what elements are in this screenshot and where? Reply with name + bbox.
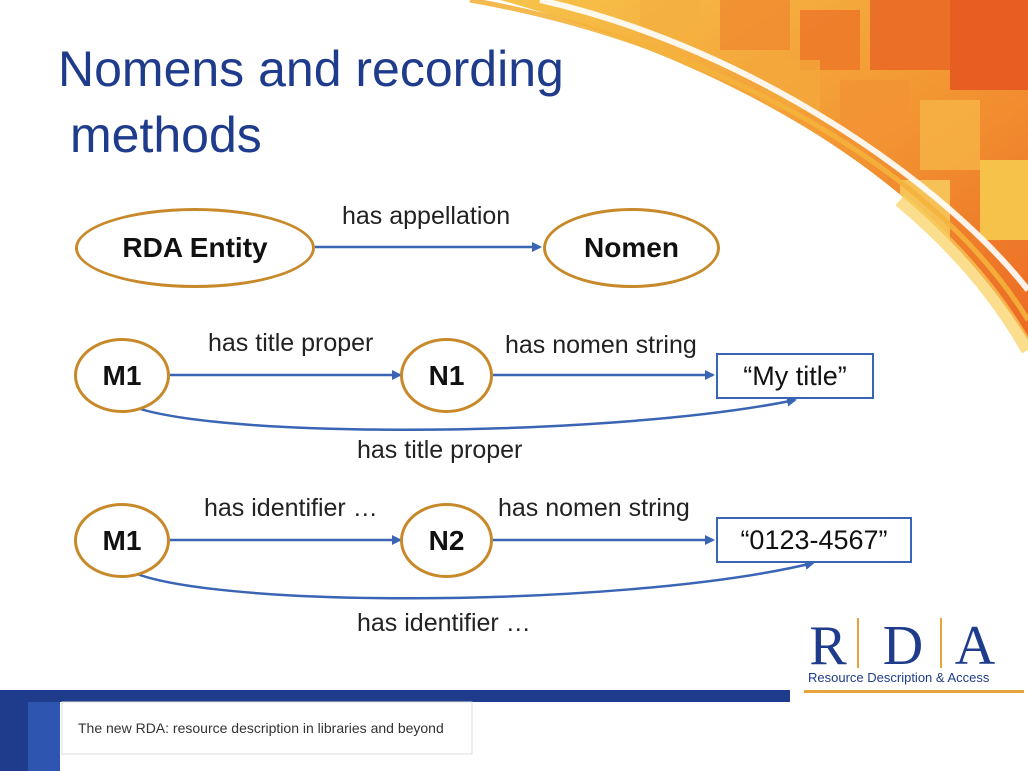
edge-label-has-nomen-string-2: has nomen string — [498, 494, 690, 522]
logo-letter-a: A — [955, 615, 996, 672]
node-m1-a-label: M1 — [102, 359, 142, 391]
page-title: Nomens and recording methods — [58, 36, 564, 168]
title-line-2: methods — [70, 107, 262, 163]
node-my-title: “My title” — [716, 353, 874, 399]
edge-label-has-appellation: has appellation — [342, 202, 511, 230]
node-my-title-label: “My title” — [743, 360, 847, 391]
node-nomen: Nomen — [543, 208, 720, 288]
logo-rule — [804, 690, 1024, 693]
node-nomen-label: Nomen — [584, 232, 679, 263]
arrow-has-title-proper-2 — [117, 396, 797, 431]
title-line-1: Nomens and recording — [58, 41, 564, 97]
logo-letter-d: D — [883, 615, 923, 672]
edge-label-has-identifier-2: has identifier … — [357, 609, 531, 637]
logo-subtitle: Resource Description & Access — [808, 670, 990, 685]
node-rda-entity: RDA Entity — [75, 208, 315, 288]
edge-label-has-identifier-1: has identifier … — [204, 494, 378, 522]
node-m1-b-label: M1 — [102, 524, 142, 556]
footer-text-box — [61, 701, 473, 755]
node-n2-label: N2 — [428, 524, 465, 556]
node-n1-label: N1 — [428, 359, 465, 391]
node-m1-b: M1 — [74, 503, 170, 578]
edge-label-has-title-proper-2: has title proper — [357, 436, 523, 464]
node-rda-entity-label: RDA Entity — [122, 232, 268, 263]
node-identifier-value-label: “0123-4567” — [740, 524, 888, 555]
arrow-has-identifier-2 — [117, 560, 815, 600]
node-n1: N1 — [400, 338, 493, 413]
edge-label-has-title-proper-1: has title proper — [208, 329, 374, 357]
logo-letter-r: R — [809, 615, 847, 672]
footer-bar — [0, 690, 790, 702]
rda-logo: R D A — [809, 615, 996, 672]
footer-text: The new RDA: resource description in lib… — [78, 720, 444, 736]
edge-label-has-nomen-string-1: has nomen string — [505, 331, 697, 359]
node-identifier-value: “0123-4567” — [716, 517, 912, 563]
node-n2: N2 — [400, 503, 493, 578]
node-m1-a: M1 — [74, 338, 170, 413]
